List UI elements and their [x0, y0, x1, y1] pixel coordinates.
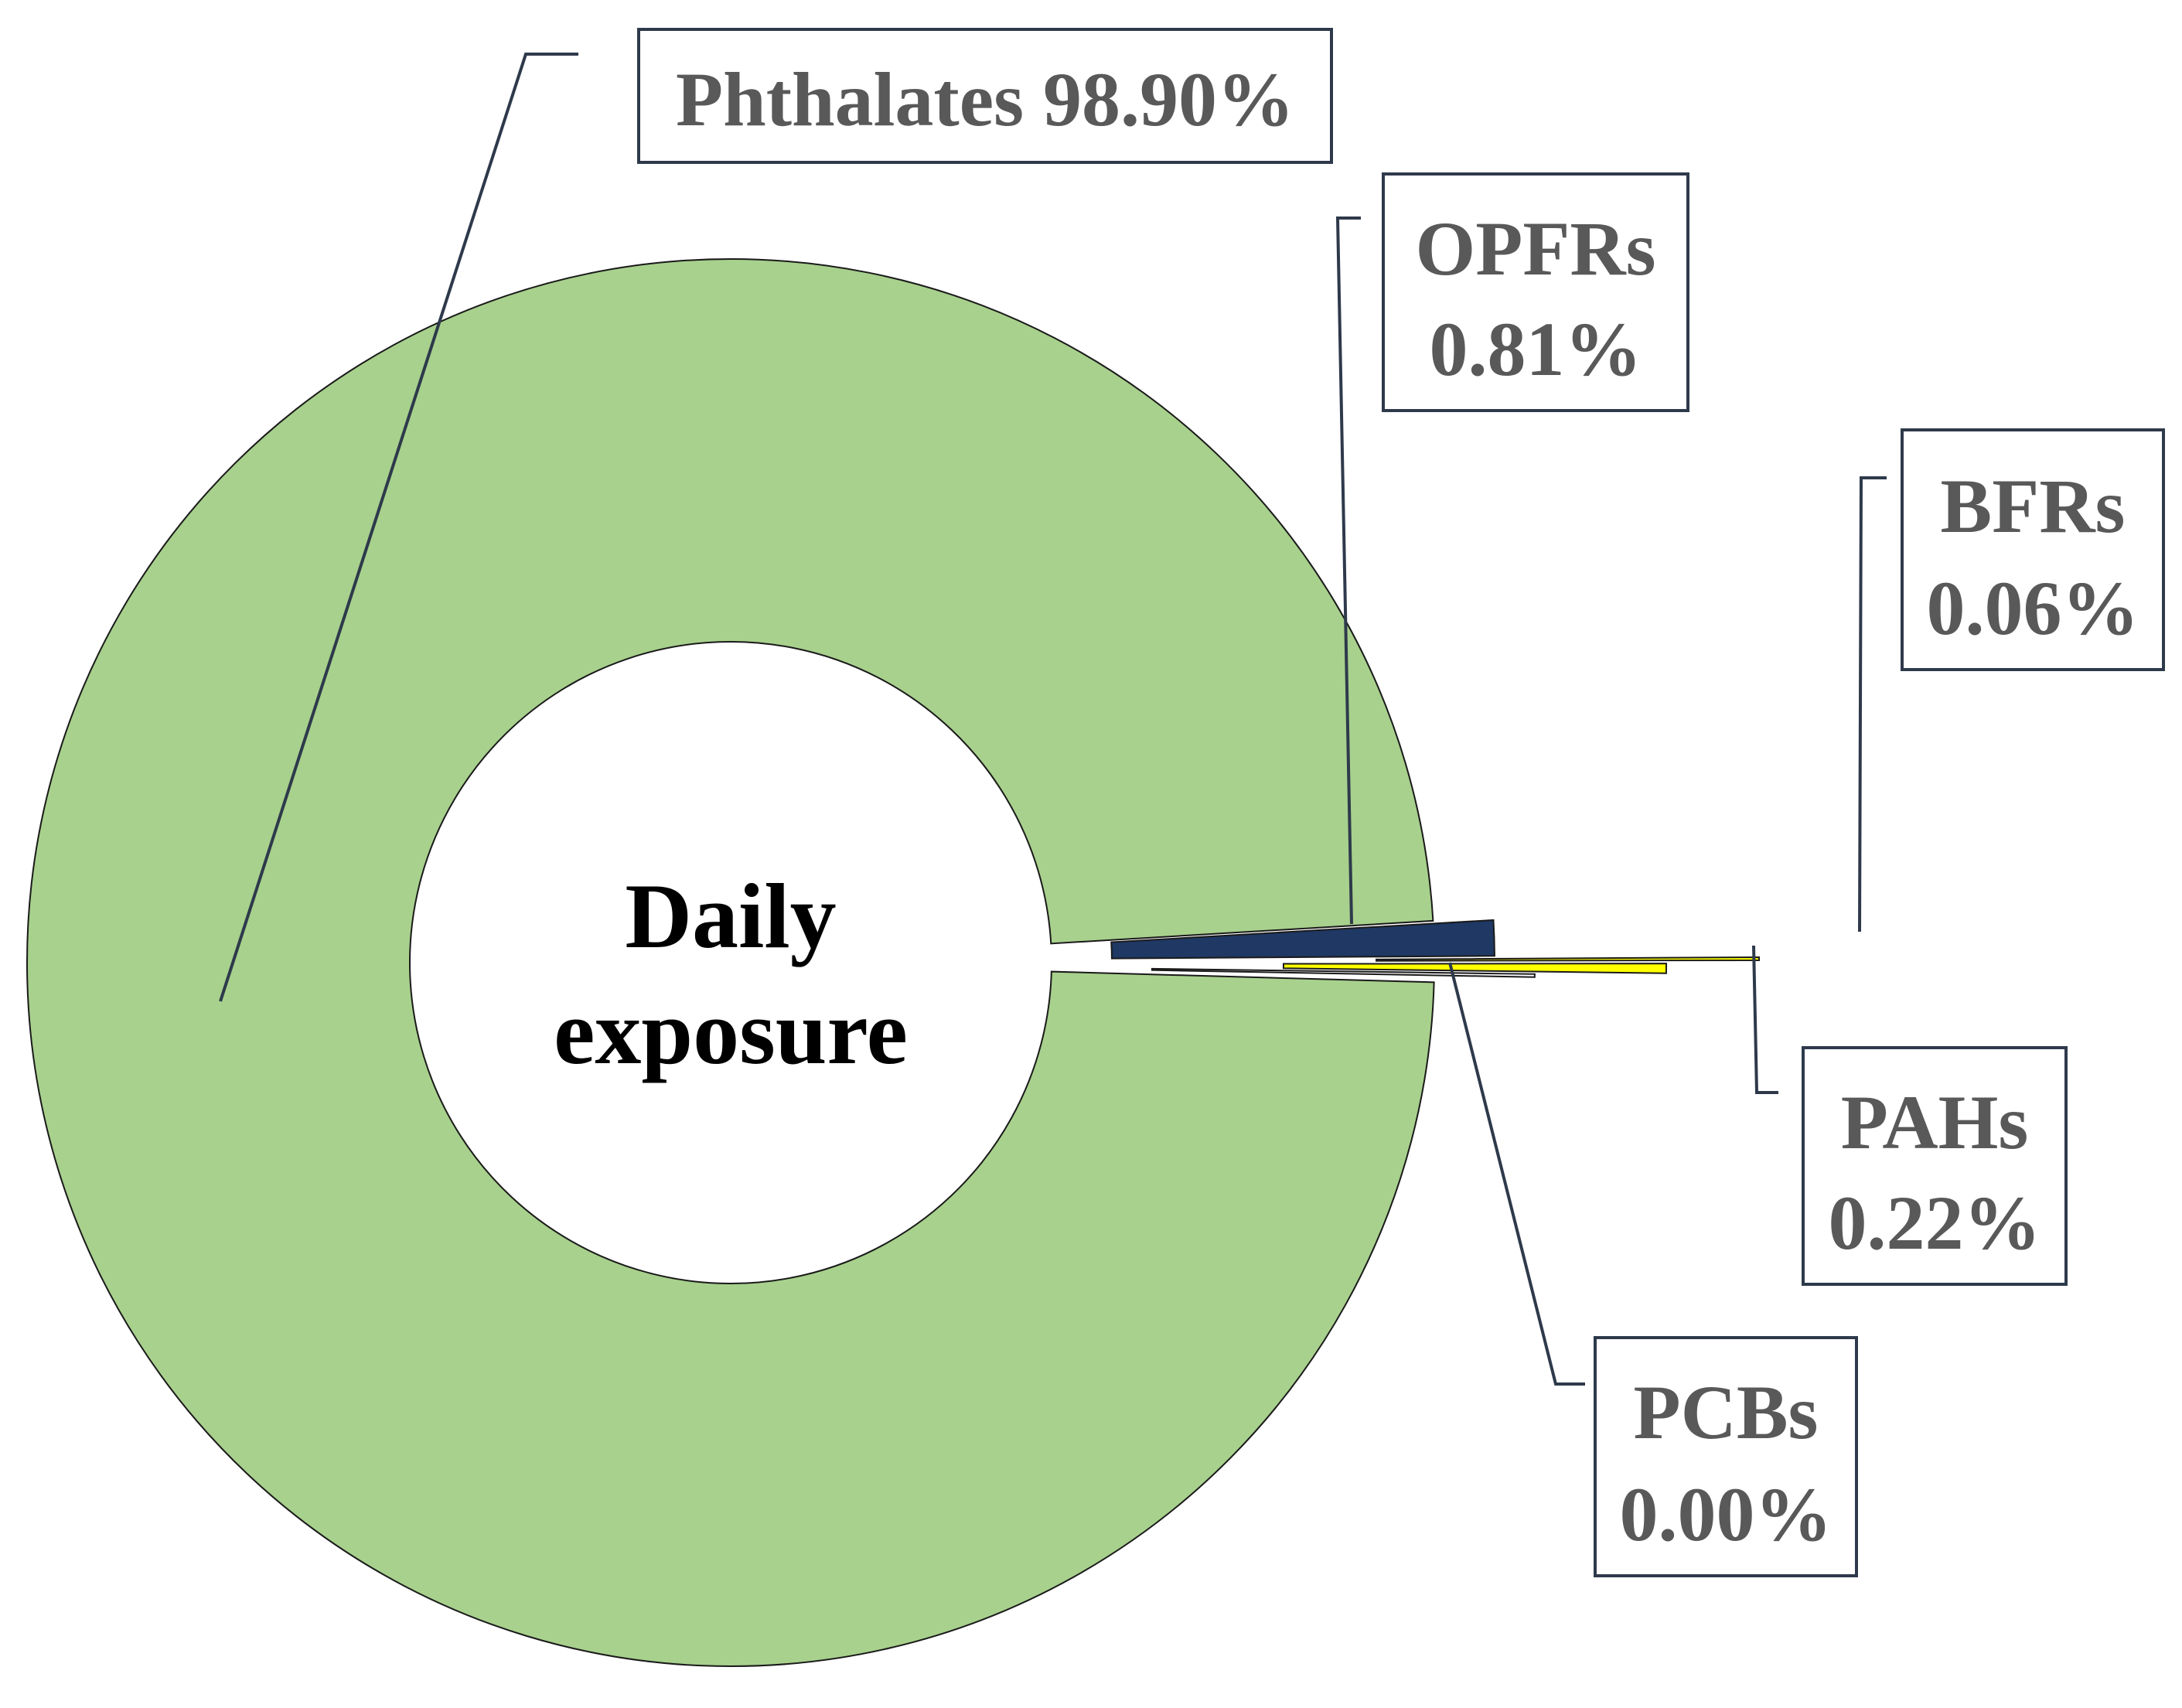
slice-phthalates: [26, 258, 1435, 1668]
label-phthalates: Phthalates 98.90%: [637, 28, 1333, 164]
label-pcbs: PCBs 0.00%: [1594, 1336, 1858, 1577]
label-pahs: PAHs 0.22%: [1802, 1046, 2068, 1286]
label-box-phthalates: [637, 28, 1333, 164]
label-box-bfrs: [1901, 428, 2165, 671]
slice-bfrs: [1375, 956, 1761, 962]
center-label: Daily exposure: [554, 864, 908, 1083]
leader-lines: [219, 53, 1887, 1386]
label-text-phthalates: Phthalates 98.90%: [676, 56, 1294, 142]
label-text-pcbs-value: 0.00%: [1620, 1471, 1833, 1557]
label-box-opfrs: [1382, 172, 1689, 412]
label-bfrs: BFRs 0.06%: [1901, 428, 2165, 671]
chart-slices: [26, 258, 1761, 1668]
slice-labels: Phthalates 98.90% OPFRs 0.81% BFRs 0.06%…: [637, 28, 2165, 1577]
slice-opfrs: [1110, 919, 1495, 960]
leader-line-bfrs: [1858, 476, 1887, 932]
leader-line-pcbs: [1448, 962, 1585, 1386]
label-text-opfrs-value: 0.81%: [1430, 306, 1642, 392]
slice-pcbs: [1151, 967, 1536, 978]
leader-line-pahs: [1752, 945, 1778, 1094]
leader-line-phthalates: [219, 53, 578, 1002]
slice-pahs: [1282, 963, 1667, 974]
label-box-pcbs: [1594, 1336, 1858, 1577]
center-label-line-2: exposure: [554, 980, 908, 1083]
label-text-pcbs-name: PCBs: [1634, 1369, 1819, 1455]
leader-line-opfrs: [1335, 216, 1361, 925]
label-text-pahs-value: 0.22%: [1829, 1180, 2041, 1266]
label-opfrs: OPFRs 0.81%: [1382, 172, 1689, 412]
label-box-pahs: [1802, 1046, 2068, 1286]
label-text-pahs-name: PAHs: [1841, 1079, 2029, 1165]
center-label-line-1: Daily: [625, 864, 836, 967]
label-text-bfrs-value: 0.06%: [1927, 565, 2139, 651]
label-text-bfrs-name: BFRs: [1941, 463, 2126, 549]
label-text-opfrs-name: OPFRs: [1415, 206, 1655, 291]
